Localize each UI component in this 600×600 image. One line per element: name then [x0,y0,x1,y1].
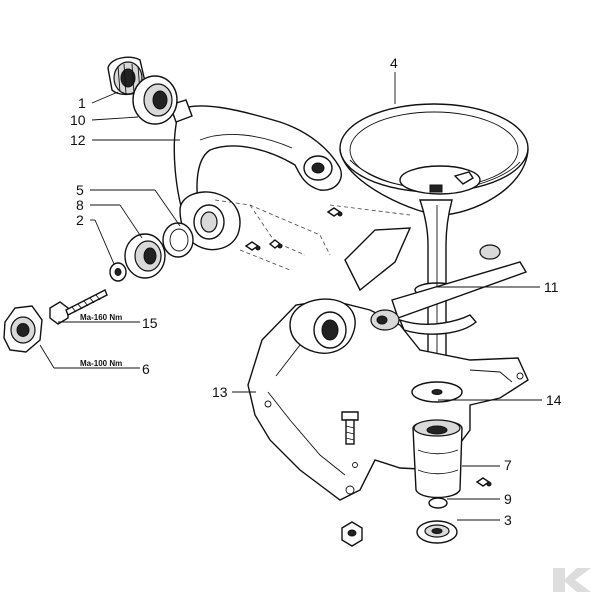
bottom-bearing-part [416,520,458,544]
washer-ring-part [162,222,194,258]
bowl-disc-part [339,103,529,216]
flange-nut-part [341,521,363,547]
grease-nipple-d [475,477,492,487]
swing-arm-part [169,99,342,251]
ball-bearing-part [124,233,166,279]
leader-lines [39,72,542,521]
blade-part [391,261,528,335]
spindle-housing-part [412,419,463,499]
callout-3: 3 [504,512,512,528]
callout-2: 2 [76,212,84,228]
callout-6: 6 [142,361,150,377]
callout-10: 10 [70,112,86,128]
spindle-shaft-part [414,199,460,361]
callout-9: 9 [504,491,512,507]
callout-1: 1 [78,95,86,111]
frame-bolt-part [341,411,359,445]
grease-nipple-a [326,207,343,217]
grease-nipple-c [268,239,283,249]
frame-bushing-top [479,244,501,260]
watermark-logo-icon [553,568,591,592]
frame-bushing [370,309,400,331]
callout-11: 11 [544,279,559,295]
small-washer-part [109,262,127,282]
callout-13: 13 [212,384,228,400]
circlip-part [428,497,448,509]
callout-12: 12 [70,132,86,148]
large-washer-part [411,381,463,403]
torque-label-part-15: Ma-160 Nm [80,313,122,322]
callout-5: 5 [76,182,84,198]
bolt-part [49,289,108,325]
callout-15: 15 [142,315,158,331]
callout-8: 8 [76,197,84,213]
bearing-ring-part [132,75,178,125]
callout-4: 4 [390,55,398,71]
nut-part [3,305,43,353]
frame-bearing-housing [289,298,356,354]
main-frame-part [247,227,529,501]
callout-14: 14 [546,392,562,408]
grease-nipple-b [244,241,261,251]
callout-7: 7 [504,457,512,473]
torque-label-part-6: Ma-100 Nm [80,359,122,368]
